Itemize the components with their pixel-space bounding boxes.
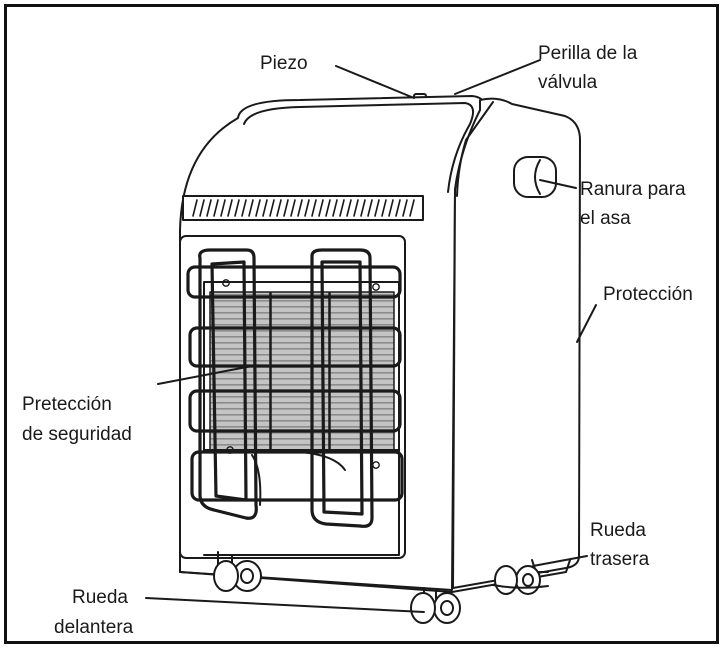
leader-safety-guard [157, 365, 253, 385]
vent-slots [192, 199, 415, 217]
leader-lines [145, 59, 597, 613]
handle-slot [513, 156, 557, 198]
front-wheel-right [410, 587, 461, 624]
top-vent [182, 195, 424, 221]
safety-guard-cage [186, 248, 404, 528]
leader-valve-knob [454, 59, 541, 95]
label-handle-slot-line1: Ranura para [580, 179, 686, 200]
label-rear-wheel-line1: Rueda [590, 520, 646, 541]
label-safety-guard-line2: de seguridad [22, 424, 132, 445]
label-handle-slot-line2: el asa [580, 208, 631, 229]
leader-piezo [335, 65, 415, 99]
leader-rear-wheel [532, 555, 588, 567]
front-wheel-left [213, 551, 262, 592]
heater-base [179, 559, 571, 593]
callout-labels: Piezo Perilla de la válvula Ranura para … [22, 43, 693, 638]
leader-front-wheel [145, 597, 425, 613]
label-valve-knob-line2: válvula [538, 72, 598, 93]
label-valve-knob-line1: Perilla de la [538, 43, 638, 64]
label-front-wheel-line1: Rueda [72, 587, 128, 608]
label-protection: Protección [603, 284, 693, 305]
label-safety-guard-line1: Pretección [22, 394, 112, 415]
label-front-wheel-line2: delantera [54, 617, 134, 638]
leader-handle-slot [539, 179, 577, 189]
label-rear-wheel-line2: trasera [590, 549, 650, 570]
label-piezo: Piezo [260, 53, 308, 74]
ceramic-burner-panels [209, 291, 395, 451]
leader-protection [576, 304, 597, 343]
